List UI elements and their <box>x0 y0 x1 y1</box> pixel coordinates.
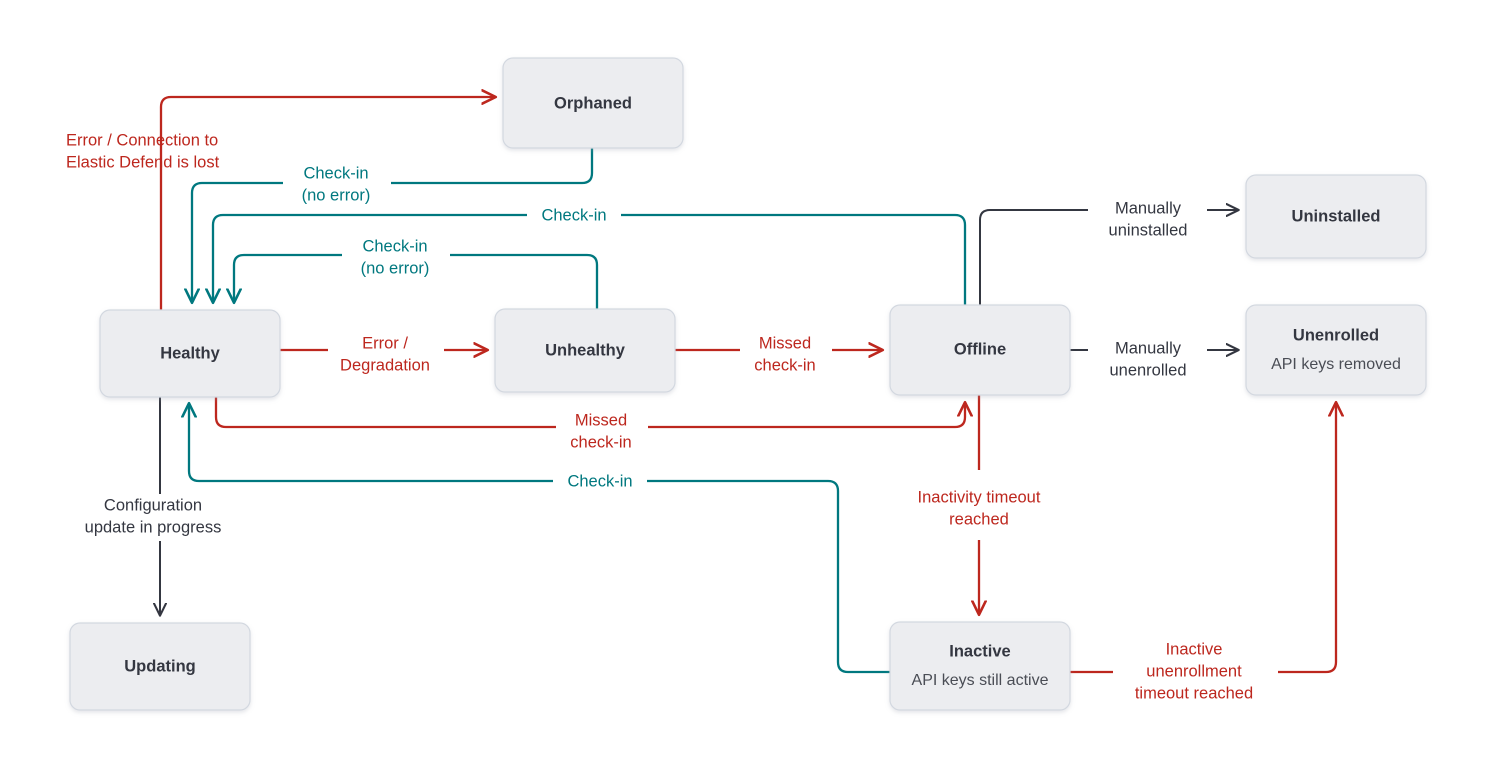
edge-label-missed-checkin-low-line2: check-in <box>570 433 631 451</box>
node-unhealthy-label: Unhealthy <box>545 341 626 359</box>
edge-label-manually-unenrolled: Manually unenrolled <box>1092 338 1204 379</box>
edge-label-checkin-noerror-top-line1: Check-in <box>303 164 368 182</box>
node-uninstalled-label: Uninstalled <box>1292 207 1381 225</box>
edge-label-checkin-bottom-text: Check-in <box>567 472 632 490</box>
edge-label-checkin-noerror-top: Check-in (no error) <box>283 164 391 204</box>
node-updating-label: Updating <box>124 657 196 675</box>
edge-label-error-connection-line1: Error / Connection to <box>66 131 218 149</box>
edge-label-checkin-bottom: Check-in <box>553 470 647 493</box>
edge-label-inactivity-timeout: Inactivity timeout reached <box>890 486 1070 533</box>
edge-label-error-connection-line2: Elastic Defend is lost <box>66 153 220 171</box>
node-orphaned-label: Orphaned <box>554 94 632 112</box>
node-offline[interactable]: Offline <box>889 304 1071 396</box>
edge-label-checkin-noerror-low-line1: Check-in <box>362 237 427 255</box>
edge-label-inactive-unenrollment-line3: timeout reached <box>1135 684 1253 702</box>
edge-label-missed-checkin-line2: check-in <box>754 356 815 374</box>
node-unenrolled[interactable]: Unenrolled API keys removed <box>1245 304 1427 396</box>
node-inactive-label: Inactive <box>949 642 1010 660</box>
node-inactive-sublabel: API keys still active <box>912 672 1049 689</box>
edge-label-error-degradation-line2: Degradation <box>340 356 430 374</box>
edge-inactive-to-unenrolled <box>1070 403 1336 674</box>
node-unenrolled-label: Unenrolled <box>1293 326 1379 344</box>
edge-label-missed-checkin: Missed check-in <box>740 334 832 374</box>
edge-offline-to-healthy <box>213 213 967 305</box>
edge-label-manually-unenrolled-line2: unenrolled <box>1109 361 1186 379</box>
edge-label-error-degradation: Error / Degradation <box>328 334 444 374</box>
edge-label-manually-unenrolled-line1: Manually <box>1115 339 1182 357</box>
edge-healthy-to-orphaned <box>159 97 495 310</box>
edge-label-manually-uninstalled-line2: uninstalled <box>1109 221 1188 239</box>
edge-label-inactivity-timeout-line2: reached <box>949 510 1009 528</box>
edge-label-inactive-unenrollment-line1: Inactive <box>1166 640 1223 658</box>
node-inactive[interactable]: Inactive API keys still active <box>889 621 1071 711</box>
node-uninstalled[interactable]: Uninstalled <box>1245 174 1427 259</box>
edge-label-inactivity-timeout-line1: Inactivity timeout <box>918 488 1041 506</box>
edge-label-error-degradation-line1: Error / <box>362 334 408 352</box>
edge-label-missed-checkin-line1: Missed <box>759 334 811 352</box>
node-healthy-label: Healthy <box>160 344 220 362</box>
node-unenrolled-sublabel: API keys removed <box>1271 356 1401 373</box>
edge-label-checkin-mid: Check-in <box>527 204 621 227</box>
edge-label-missed-checkin-low-line1: Missed <box>575 411 627 429</box>
edge-label-config-update: Configuration update in progress <box>66 494 246 541</box>
edge-label-missed-checkin-low: Missed check-in <box>556 411 648 451</box>
edge-label-manually-uninstalled: Manually uninstalled <box>1092 198 1204 239</box>
edge-label-checkin-noerror-low: Check-in (no error) <box>342 237 450 277</box>
edge-offline-to-uninstalled <box>979 210 1238 305</box>
edge-label-checkin-mid-text: Check-in <box>541 206 606 224</box>
edge-label-checkin-noerror-top-line2: (no error) <box>302 186 371 204</box>
node-offline-label: Offline <box>954 340 1006 358</box>
edge-label-error-connection: Error / Connection to Elastic Defend is … <box>66 131 220 171</box>
node-healthy[interactable]: Healthy <box>99 309 281 398</box>
edge-label-inactive-unenrollment: Inactive unenrollment timeout reached <box>1114 638 1280 702</box>
edge-inactive-to-healthy <box>189 404 890 674</box>
edge-label-checkin-noerror-low-line2: (no error) <box>361 259 430 277</box>
node-orphaned[interactable]: Orphaned <box>502 57 684 149</box>
node-updating[interactable]: Updating <box>69 622 251 711</box>
edge-label-config-update-line2: update in progress <box>85 518 222 536</box>
node-unhealthy[interactable]: Unhealthy <box>494 308 676 393</box>
edge-orphaned-to-healthy <box>192 148 594 302</box>
edge-label-inactive-unenrollment-line2: unenrollment <box>1146 662 1242 680</box>
edge-label-config-update-line1: Configuration <box>104 496 202 514</box>
edge-label-manually-uninstalled-line1: Manually <box>1115 199 1182 217</box>
